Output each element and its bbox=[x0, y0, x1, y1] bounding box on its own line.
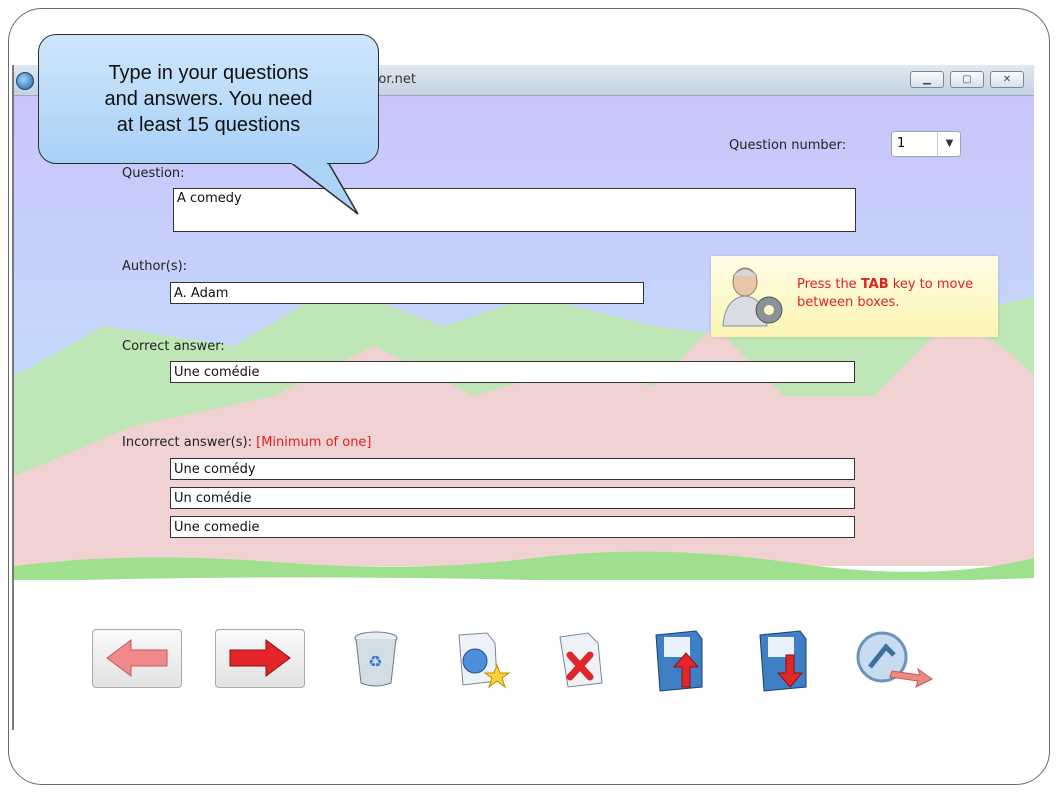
incorrect-answers-label: Incorrect answer(s): [Minimum of one] bbox=[122, 435, 372, 450]
exit-button[interactable] bbox=[856, 629, 940, 697]
tip-box: Press the TAB key to move between boxes. bbox=[711, 256, 998, 337]
save-upload-icon bbox=[655, 630, 703, 692]
minimize-icon: ▁ bbox=[923, 74, 931, 85]
correct-answer-label: Correct answer: bbox=[122, 339, 225, 354]
new-document-icon bbox=[458, 632, 511, 689]
question-input[interactable]: A comedy bbox=[173, 188, 856, 232]
back-arrow-icon bbox=[106, 639, 168, 677]
minimize-button[interactable]: ▁ bbox=[910, 71, 944, 88]
close-icon: ✕ bbox=[1002, 74, 1012, 85]
form-area: Question number: 1 ▼ Question: A comedy … bbox=[14, 96, 1034, 730]
question-label: Question: bbox=[122, 166, 185, 181]
question-number-label: Question number: bbox=[729, 138, 847, 153]
callout-text: Type in your questions and answers. You … bbox=[104, 62, 313, 136]
forward-arrow-icon bbox=[229, 639, 291, 677]
delete-document-icon bbox=[559, 632, 603, 688]
svg-text:♻: ♻ bbox=[368, 652, 382, 671]
maximize-button[interactable]: ▢ bbox=[950, 71, 984, 88]
delete-all-button[interactable]: ♻ bbox=[351, 629, 401, 693]
app-logo-icon bbox=[16, 72, 34, 90]
save-upload-button[interactable] bbox=[652, 629, 708, 697]
incorrect-answer-input-1[interactable] bbox=[170, 458, 855, 480]
author-label: Author(s): bbox=[122, 259, 188, 274]
question-number-select[interactable]: 1 ▼ bbox=[891, 131, 961, 157]
minimum-note: [Minimum of one] bbox=[256, 435, 372, 450]
tip-text: Press the TAB key to move between boxes. bbox=[797, 277, 974, 310]
instruction-callout bbox=[38, 34, 379, 164]
save-download-button[interactable] bbox=[756, 629, 812, 697]
incorrect-answer-input-3[interactable] bbox=[170, 516, 855, 538]
save-download-icon bbox=[759, 630, 807, 692]
back-button[interactable] bbox=[92, 629, 182, 688]
author-input[interactable] bbox=[170, 282, 644, 304]
tab-key-text: TAB bbox=[860, 277, 889, 292]
maximize-icon: ▢ bbox=[962, 74, 972, 85]
close-button[interactable]: ✕ bbox=[990, 71, 1024, 88]
correct-answer-input[interactable] bbox=[170, 361, 855, 383]
app-window: rator.net ▁ ▢ ✕ Question number: 1 ▼ Que… bbox=[12, 65, 1034, 730]
assistant-gear-icon bbox=[722, 267, 783, 327]
recycle-bin-icon: ♻ bbox=[354, 631, 398, 687]
forward-button[interactable] bbox=[215, 629, 305, 688]
exit-icon bbox=[856, 631, 933, 688]
chevron-down-icon[interactable]: ▼ bbox=[937, 132, 961, 156]
incorrect-answer-input-2[interactable] bbox=[170, 487, 855, 509]
question-number-value: 1 bbox=[897, 136, 906, 151]
delete-question-button[interactable] bbox=[554, 629, 614, 697]
new-question-button[interactable] bbox=[451, 629, 515, 697]
